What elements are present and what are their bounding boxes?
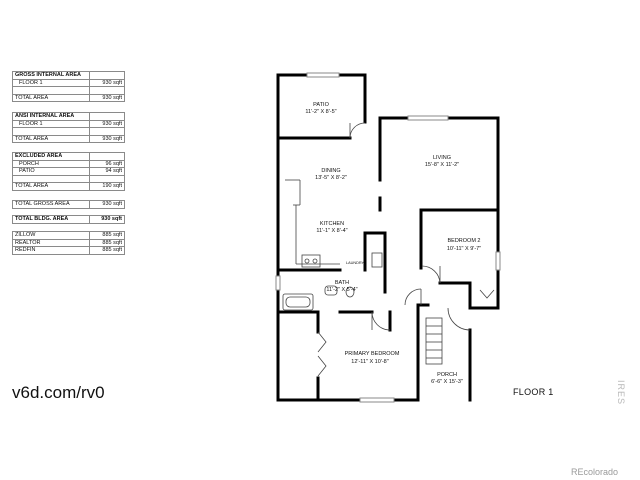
walls — [276, 73, 500, 402]
porch-label: PORCH — [437, 372, 457, 378]
windows — [275, 72, 501, 403]
area-value: 885 sqft — [89, 246, 125, 255]
bedroom-2-dimensions: 10'-11" X 9'-7" — [447, 246, 481, 252]
tour-url: v6d.com/rv0 — [12, 383, 105, 402]
dining-dimensions: 13'-5" X 8'-2" — [315, 175, 347, 181]
area-value: 190 sqft — [89, 182, 125, 191]
dining-label: DINING — [321, 168, 340, 174]
thin-lines — [282, 122, 495, 377]
patio-label: PATIO — [313, 102, 329, 108]
bath-dimensions: 11'-2" X 5'-4" — [326, 287, 357, 293]
primary-bedroom-dimensions: 12'-11" X 10'-8" — [351, 359, 388, 365]
area-value: 930 sqft — [89, 93, 125, 102]
bedroom-2-label: BEDROOM 2 — [447, 238, 480, 244]
kitchen-label: KITCHEN — [320, 221, 344, 227]
area-value: 930 sqft — [89, 134, 125, 143]
porch-dimensions: 6'-6" X 15'-3" — [431, 379, 463, 385]
brand-logo: REcolorado — [571, 467, 619, 477]
laundry-label: LAUNDRY — [346, 261, 365, 265]
kitchen-dimensions: 11'-1" X 8'-4" — [316, 228, 347, 234]
area-value: 930 sqft — [89, 215, 125, 224]
patio-dimensions: 11'-2" X 8'-5" — [305, 109, 336, 115]
bath-label: BATH — [335, 280, 349, 286]
watermark: IRES — [616, 380, 626, 406]
area-value: 930 sqft — [89, 200, 125, 209]
living-dimensions: 15'-8" X 11'-2" — [425, 162, 459, 168]
living-label: LIVING — [433, 155, 451, 161]
floor-label: FLOOR 1 — [513, 387, 554, 397]
primary-bedroom-label: PRIMARY BEDROOM — [345, 351, 400, 357]
